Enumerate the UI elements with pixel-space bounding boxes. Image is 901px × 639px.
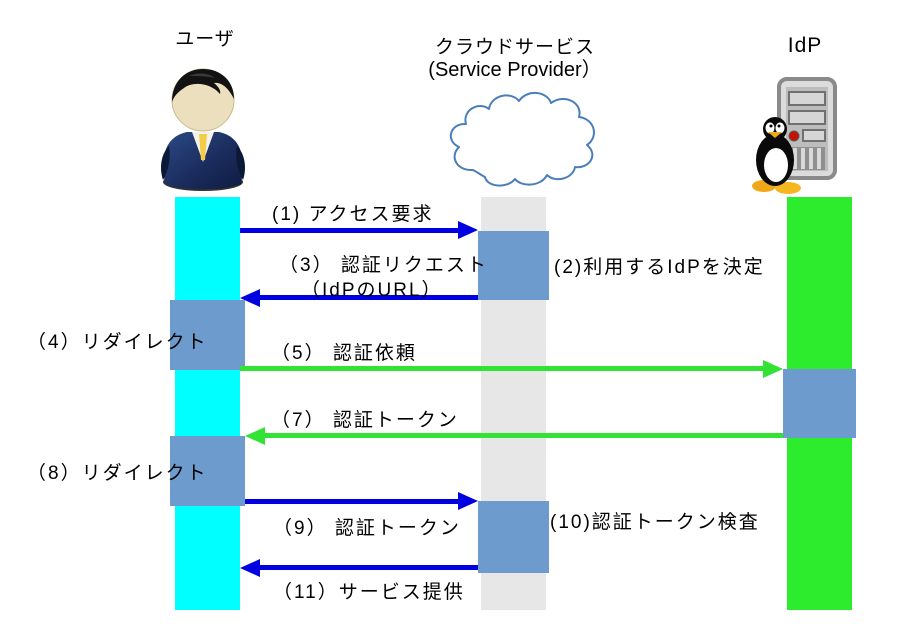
actor-title-user: ユーザ	[155, 29, 255, 51]
actor-user-label: ユーザ	[175, 29, 235, 50]
actor-service-label: クラウドサービス	[434, 37, 595, 58]
arrow-1-head	[458, 221, 478, 239]
businessman-icon	[155, 52, 251, 197]
actor-title-idp: IdP	[775, 35, 835, 57]
message-5-label: （5） 認証依頼	[271, 343, 417, 364]
activation-sp-2	[478, 501, 549, 573]
arrow-7-shaft	[264, 433, 783, 438]
actor-service-subtitle: (Service Provider）	[428, 59, 602, 81]
lifeline-user	[175, 197, 240, 610]
arrow-3-shaft	[259, 295, 478, 300]
penguin-icon	[752, 117, 801, 194]
message-10-label: (10)認証トークン検査	[550, 512, 760, 533]
message-7-label: （7） 認証トークン	[271, 410, 459, 431]
arrow-5-shaft	[240, 366, 764, 371]
arrow-1-shaft	[240, 228, 459, 233]
message-2-label: (2)利用するIdPを決定	[554, 257, 765, 278]
message-9-label: （9） 認証トークン	[273, 518, 461, 539]
message-11-label: （11）サービス提供	[273, 582, 465, 603]
arrow-3-head	[240, 289, 260, 307]
actor-title-service: クラウドサービス (Service Provider）	[405, 37, 625, 81]
arrow-7-head	[245, 427, 265, 445]
message-4-label: （4）リダイレクト	[27, 332, 208, 353]
message-1-label: (1) アクセス要求	[272, 204, 434, 225]
arrow-9-head	[458, 492, 478, 510]
arrow-9-shaft	[245, 499, 459, 504]
arrow-11-shaft	[259, 565, 478, 570]
message-8-label: （8）リダイレクト	[27, 463, 208, 484]
message-3-label: （3） 認証リクエスト	[279, 255, 488, 276]
arrow-11-head	[240, 559, 260, 577]
linux-server-icon	[752, 76, 859, 201]
activation-sp-1	[478, 231, 549, 300]
activation-user-2	[170, 436, 245, 506]
cloud-icon	[443, 84, 601, 195]
activation-user-1	[170, 300, 245, 370]
arrow-5-head	[763, 360, 783, 378]
message-3-label2: （IdPのURL）	[301, 280, 443, 301]
actor-idp-label: IdP	[787, 34, 823, 57]
activation-idp	[783, 369, 856, 438]
